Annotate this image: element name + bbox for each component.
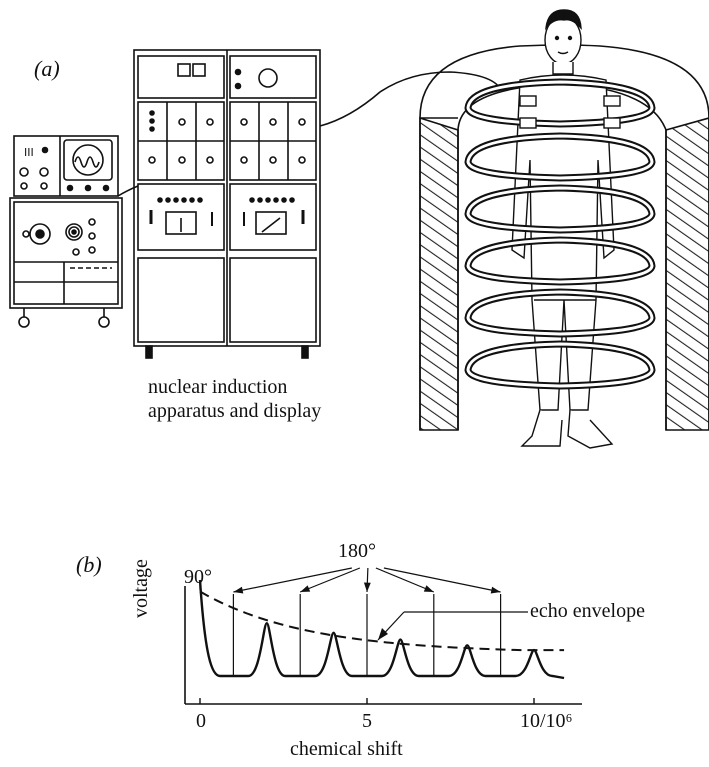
cable [319, 71, 501, 127]
arrowhead [363, 582, 371, 592]
pulse-180-arrow [233, 567, 352, 593]
display-cart: III [9, 135, 123, 328]
svg-text:III: III [24, 146, 34, 159]
pulse-180-label: 180° [338, 540, 376, 562]
rf-coil-inner [466, 80, 654, 388]
x-axis-label: chemical shift [290, 738, 403, 760]
x-tick-5: 5 [362, 710, 372, 732]
arrowhead [423, 585, 434, 592]
caption-line-1: nuclear induction [148, 376, 288, 398]
electronics-cabinet [133, 49, 321, 359]
pulse-180-arrow [299, 567, 361, 593]
arrowhead [233, 586, 244, 594]
magnet-housing [419, 44, 709, 431]
echo-envelope-curve [199, 590, 565, 652]
caption-line-2: apparatus and display [148, 400, 322, 422]
arrowhead [490, 586, 501, 594]
cable [117, 185, 139, 197]
pulse-180-arrow [375, 567, 435, 593]
coil-clamps [519, 95, 621, 129]
panel-b-label: (b) [76, 552, 102, 577]
arrowhead [378, 628, 388, 640]
arrowhead [300, 585, 311, 592]
y-axis-label: voltage [130, 559, 152, 618]
x-tick-10: 10/10⁶ [520, 710, 573, 732]
pulse-180-arrow [383, 567, 501, 593]
echo-envelope-label: echo envelope [530, 600, 645, 622]
echo-signal-curve [198, 579, 565, 680]
pulse-90-label: 90° [184, 566, 212, 588]
echo-chart [184, 567, 582, 705]
x-tick-0: 0 [196, 710, 206, 732]
panel-a-label: (a) [34, 56, 60, 81]
